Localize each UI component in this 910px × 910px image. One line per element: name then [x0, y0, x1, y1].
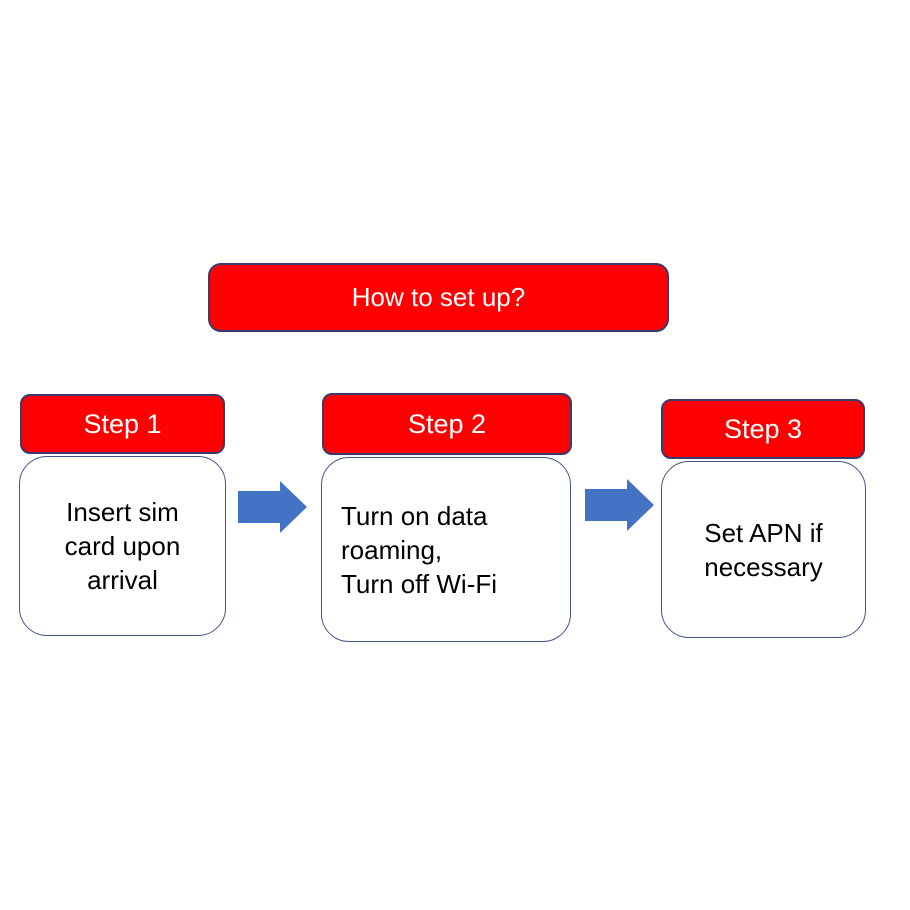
right-arrow-shape — [585, 479, 654, 531]
step-2-panel: Turn on data roaming, Turn off Wi-Fi — [321, 457, 571, 642]
step-2-header: Step 2 — [322, 393, 572, 455]
step-3-label: Step 3 — [723, 413, 803, 444]
step-3-header: Step 3 — [661, 399, 865, 459]
step-3-panel: Set APN if necessary — [661, 461, 866, 638]
right-arrow-icon — [238, 481, 307, 533]
step-1-description: Insert sim card upon arrival — [64, 497, 181, 595]
title-banner: How to set up? — [208, 263, 669, 332]
right-arrow-icon — [585, 479, 654, 531]
step-2-description: Turn on data roaming, Turn off Wi-Fi — [341, 500, 498, 599]
right-arrow-shape — [238, 481, 307, 533]
step-3-description: Set APN if necessary — [704, 517, 823, 582]
step-1-header: Step 1 — [20, 394, 225, 454]
step-1-panel: Insert sim card upon arrival — [19, 456, 226, 636]
step-1-label: Step 1 — [83, 408, 162, 439]
step-2-label: Step 2 — [407, 408, 487, 439]
title-text: How to set up? — [351, 282, 526, 312]
